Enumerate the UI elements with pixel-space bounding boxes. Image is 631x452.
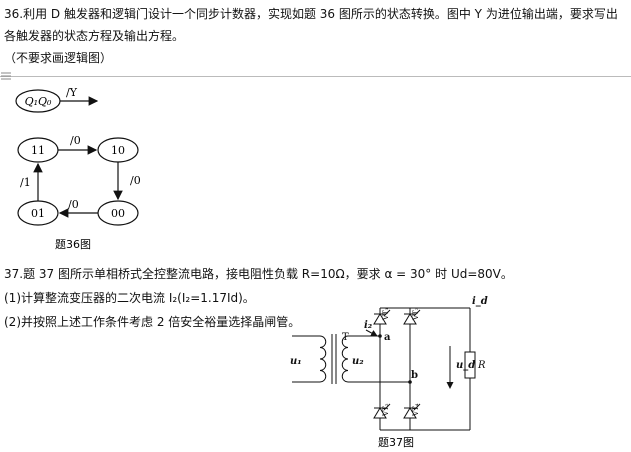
q37-line-2: (1)计算整流变压器的二次电流 I₂(I₂=1.17Id)。 — [4, 291, 255, 305]
label-vt3: VT₃ — [412, 307, 420, 321]
label-id: i_d — [472, 296, 488, 307]
label-b: b — [411, 370, 418, 381]
label-a: a — [384, 332, 391, 343]
thyristor-vt2 — [373, 403, 391, 419]
edge-00-01: /0 — [58, 198, 98, 218]
label-vt2: VT₂ — [382, 403, 390, 417]
edge-11-10: /0 — [58, 134, 98, 155]
label-u1: u₁ — [290, 356, 302, 367]
legend-output-label: /Y — [66, 86, 78, 99]
load-resistor — [464, 351, 476, 379]
q37-line-1: 37.题 37 图所示单相桥式全控整流电路，接电阻性负载 R=10Ω，要求 α … — [4, 267, 513, 281]
legend-state-label: Q₁Q₀ — [25, 95, 52, 108]
figure-37-caption: 题37图 — [378, 436, 414, 449]
q37-line-3: (2)并按照上述工作条件考虑 2 倍安全裕量选择晶闸管。 — [4, 315, 301, 329]
state-11: 11 — [17, 137, 59, 163]
svg-text:/0: /0 — [130, 174, 141, 187]
label-ud: u_d — [456, 360, 475, 371]
svg-text:/1: /1 — [20, 176, 31, 189]
state-10: 10 — [97, 137, 139, 163]
svg-text:01: 01 — [31, 207, 45, 220]
label-u2: u₂ — [352, 356, 364, 367]
q36-line-3: （不要求画逻辑图） — [4, 51, 113, 65]
label-T: T — [342, 332, 349, 343]
edge-10-00: /0 — [113, 162, 141, 201]
edge-01-11: /1 — [20, 162, 43, 201]
state-00: 00 — [97, 200, 139, 226]
state-01: 01 — [17, 200, 59, 226]
thyristor-vt4 — [403, 403, 421, 419]
thyristor-vt1 — [373, 309, 391, 325]
legend: Q₁Q₀ /Y — [15, 86, 99, 113]
label-R: R — [477, 360, 486, 371]
rectifier-circuit: u₁ T u₂ i₂ a b u_d i_d R VT₁ VT₃ VT₂ VT₄… — [290, 296, 488, 449]
svg-text:10: 10 — [111, 144, 125, 157]
divider-handle-icon — [1, 72, 11, 80]
svg-text:/0: /0 — [70, 134, 81, 147]
label-vt1: VT₁ — [382, 307, 390, 321]
svg-text:00: 00 — [111, 207, 125, 220]
figure-36-caption: 题36图 — [55, 238, 91, 251]
label-i2: i₂ — [364, 320, 373, 331]
section-divider — [0, 76, 631, 77]
q36-line-2: 各触发器的状态方程及输出方程。 — [4, 29, 185, 43]
svg-text:/0: /0 — [68, 198, 79, 211]
svg-text:11: 11 — [31, 144, 45, 157]
label-vt4: VT₄ — [412, 403, 420, 417]
q36-line-1: 36.利用 D 触发器和逻辑门设计一个同步计数器，实现如题 36 图所示的状态转… — [4, 7, 618, 21]
state-diagram: Q₁Q₀ /Y 11 10 00 01 /0 /0 /0 /1 题36图 — [15, 86, 141, 251]
thyristor-vt3 — [403, 309, 421, 325]
